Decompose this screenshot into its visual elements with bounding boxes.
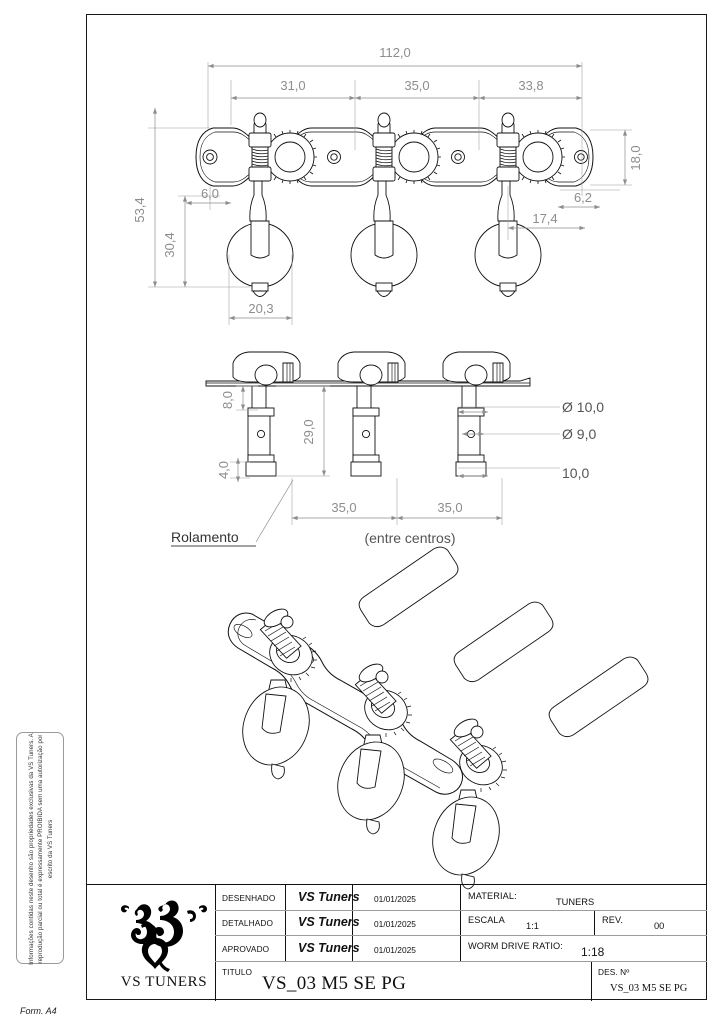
- dim-spacing-1: 31,0: [280, 78, 305, 93]
- dim-right-inner: 17,4: [532, 211, 557, 226]
- label-detalhado: DETALHADO: [222, 918, 273, 928]
- dim-flange: 10,0: [562, 465, 589, 481]
- value-aprovado: VS Tuners: [298, 941, 360, 955]
- tb-divider-2: [285, 885, 286, 961]
- date-detalhado: 01/01/2025: [374, 919, 416, 929]
- dim-left-offset: 6,0: [201, 186, 219, 201]
- label-rev: REV.: [602, 915, 623, 925]
- sheet-format-label: Form. A4: [20, 1006, 57, 1016]
- tb-divider-1: [215, 885, 216, 1001]
- leader-label-rolamento: Rolamento: [171, 529, 239, 545]
- drawing-sheet-frame: [86, 14, 707, 1000]
- value-rev: 00: [654, 921, 665, 931]
- value-detalhado: VS Tuners: [298, 915, 360, 929]
- dim-total-height: 53,4: [132, 197, 147, 222]
- label-des-no: DES. Nº: [598, 967, 630, 977]
- label-material: MATERIAL:: [468, 891, 517, 901]
- value-des-no: VS_03 M5 SE PG: [610, 983, 688, 994]
- top-view-dimensions: 112,0 31,0 35,0 33,8 18,0 53,4 30,4 6,0 …: [132, 45, 643, 325]
- isometric-view: [227, 546, 649, 890]
- copyright-notice-box: Informações contidas neste desenho são p…: [16, 732, 64, 965]
- side-view-dimensions: 8,0 29,0 4,0 Ø 10,0 Ø 9,0 10,0 35,0 35,0…: [171, 385, 604, 547]
- date-aprovado: 01/01/2025: [374, 945, 416, 955]
- value-worm-drive-ratio: 1:18: [581, 945, 605, 959]
- tb-row-line-3: [215, 961, 707, 962]
- value-titulo: VS_03 M5 SE PG: [262, 973, 407, 994]
- label-escala: ESCALA: [468, 915, 505, 925]
- label-desenhado: DESENHADO: [222, 893, 276, 903]
- value-material: TUNERS: [556, 897, 595, 907]
- tb-row-line-1: [215, 910, 707, 911]
- dim-bushing: 4,0: [216, 461, 231, 479]
- dim-button-height: 30,4: [162, 232, 177, 257]
- dim-right-offset: 6,2: [574, 190, 592, 205]
- tuner-assembly-top: [226, 112, 565, 297]
- date-desenhado: 01/01/2025: [374, 894, 416, 904]
- value-desenhado: VS Tuners: [298, 890, 360, 904]
- tb-divider-4: [460, 885, 461, 961]
- title-block: VS TUNERS DESENHADO VS Tuners 01/01/2025…: [86, 884, 707, 1001]
- dim-dia-large: Ø 10,0: [562, 399, 604, 415]
- label-titulo: TITULO: [222, 967, 253, 977]
- tb-divider-6: [591, 961, 592, 1001]
- label-aprovado: APROVADO: [222, 944, 270, 954]
- dim-post-top: 8,0: [220, 391, 235, 409]
- tb-divider-5: [594, 910, 595, 936]
- dim-plate-width: 18,0: [628, 145, 643, 170]
- dim-center-note: (entre centros): [364, 530, 455, 546]
- label-worm-drive-ratio: WORM DRIVE RATIO:: [468, 941, 563, 951]
- dim-post-length: 29,0: [301, 419, 316, 444]
- value-escala: 1:1: [526, 921, 539, 931]
- dim-center-1: 35,0: [331, 500, 356, 515]
- mounting-hole: [202, 149, 588, 165]
- tb-row-line-2: [215, 935, 707, 936]
- dim-button-width: 20,3: [248, 301, 273, 316]
- company-logo: VS TUNERS: [102, 891, 226, 999]
- dim-spacing-2: 35,0: [404, 78, 429, 93]
- dim-center-2: 35,0: [437, 500, 462, 515]
- tb-divider-3: [352, 885, 353, 961]
- vs-monogram-icon: [121, 900, 207, 972]
- dim-spacing-3: 33,8: [518, 78, 543, 93]
- side-view-geometry: [205, 351, 531, 477]
- company-name: VS TUNERS: [120, 974, 208, 990]
- dim-overall-length: 112,0: [379, 45, 411, 60]
- dim-dia-small: Ø 9,0: [562, 426, 596, 442]
